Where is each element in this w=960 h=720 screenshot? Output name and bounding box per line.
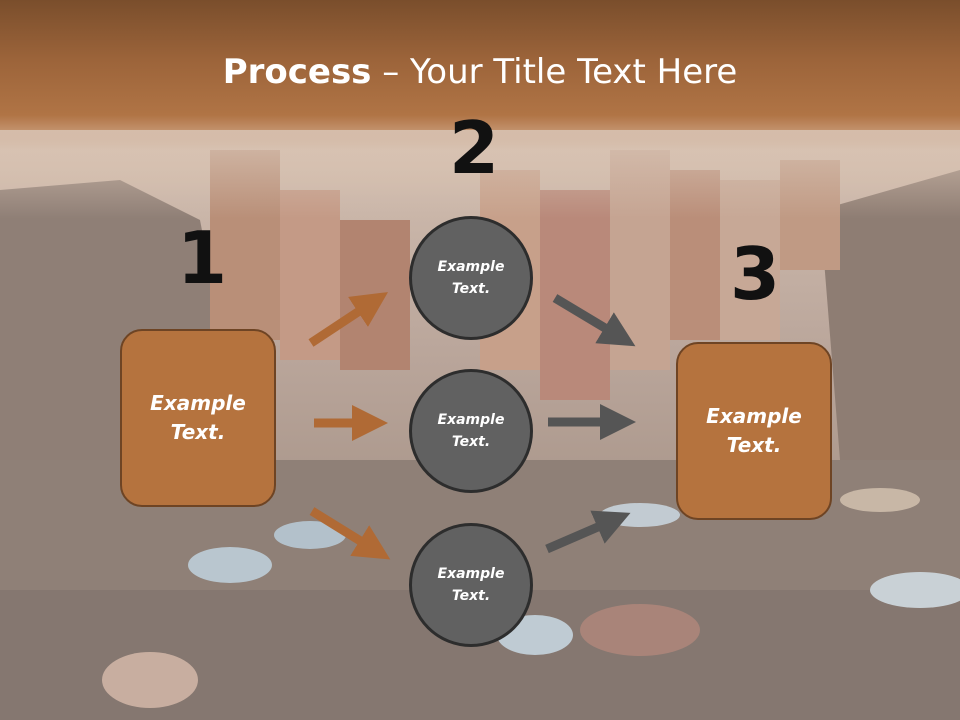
circle-middle-label: Example Text. [437, 411, 505, 450]
title-bold: Process [222, 52, 372, 92]
right-process-box: Example Text. [676, 342, 832, 520]
circle-top-label: Example Text. [437, 258, 505, 297]
process-circle-top: Example Text. [409, 216, 533, 340]
circle-bottom-label: Example Text. [437, 565, 505, 604]
process-circle-middle: Example Text. [409, 369, 533, 493]
right-box-label: Example Text. [706, 404, 802, 457]
left-box-label: Example Text. [150, 391, 246, 444]
slide-title: Process – Your Title Text Here [0, 52, 960, 92]
step-number-1: 1 [177, 216, 228, 300]
step-number-3: 3 [730, 232, 781, 316]
step-number-2: 2 [449, 106, 500, 190]
left-process-box: Example Text. [120, 329, 276, 507]
process-circle-bottom: Example Text. [409, 523, 533, 647]
title-rest: – Your Title Text Here [371, 52, 738, 92]
